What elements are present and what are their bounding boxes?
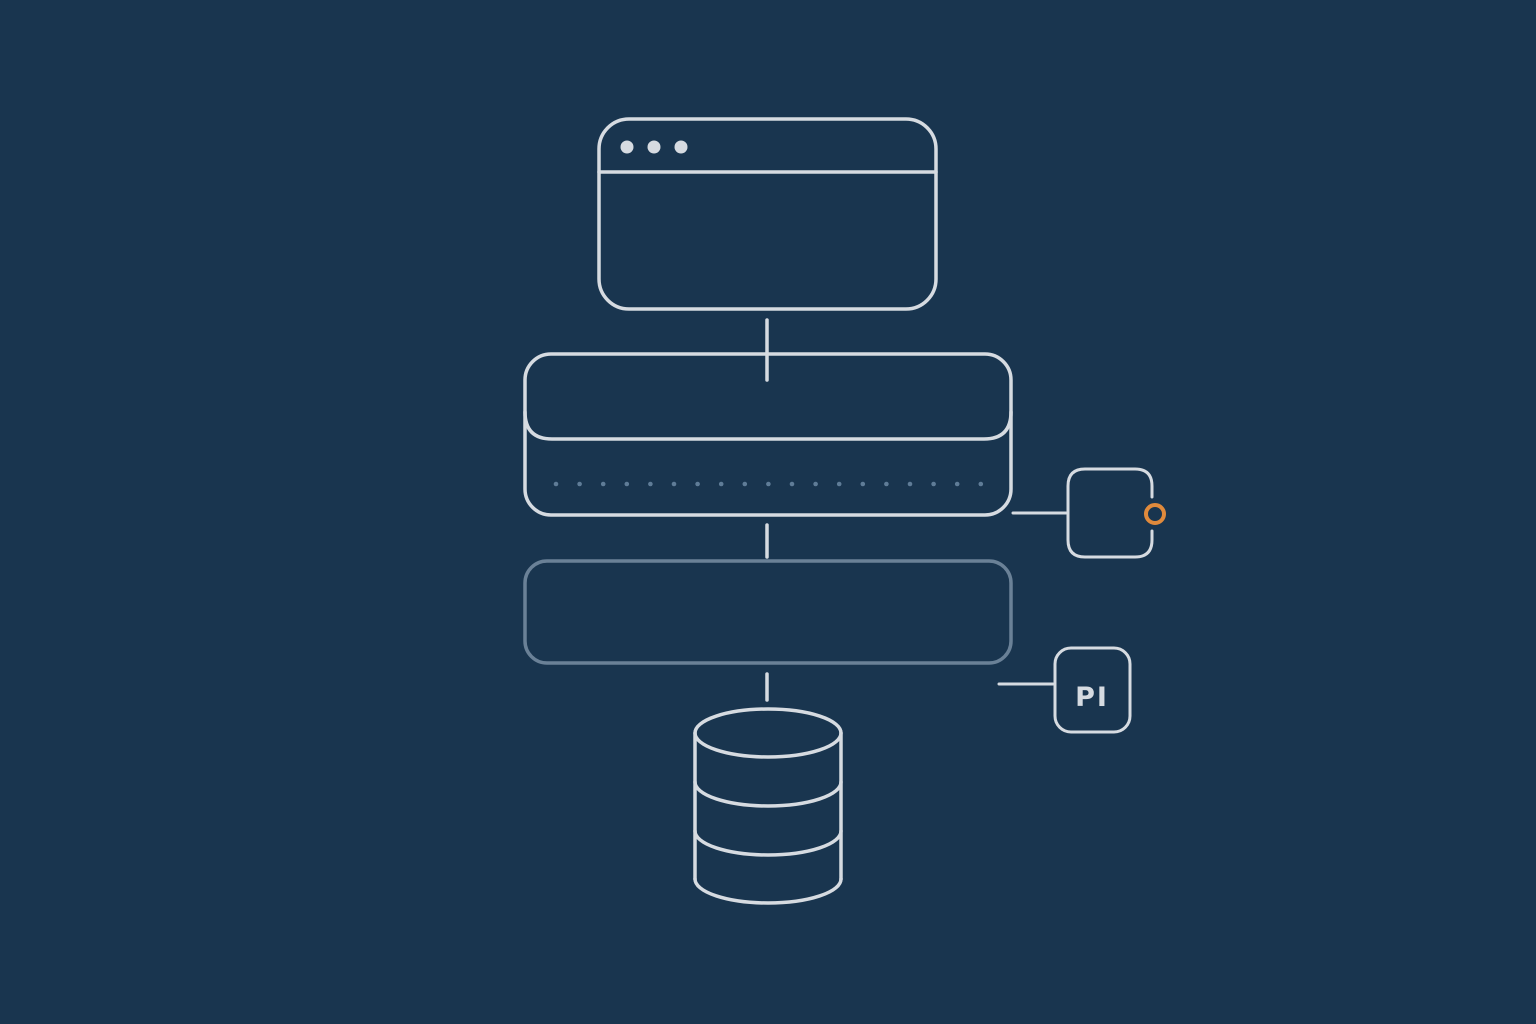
server-status-dot — [577, 481, 582, 487]
browser-dot-2 — [647, 140, 661, 154]
server-status-dot — [836, 481, 842, 487]
server-status-dot — [954, 481, 960, 487]
browser-window-icon — [597, 117, 938, 311]
database-top — [693, 707, 843, 759]
server-status-dot — [600, 481, 606, 487]
device-frame — [1066, 467, 1154, 559]
database-cylinder-icon — [693, 707, 843, 905]
server-status-dot — [553, 481, 559, 487]
browser-dot-1 — [620, 140, 634, 154]
server-status-dot — [624, 481, 630, 487]
pi-badge-label: PI — [1075, 682, 1109, 713]
server-status-dot — [695, 481, 700, 487]
server-status-dot — [648, 481, 653, 487]
server-status-dot — [884, 481, 889, 487]
server-status-dot — [718, 481, 724, 487]
port-indicator-icon — [1144, 503, 1166, 525]
server-layer-icon — [523, 352, 1013, 517]
server-status-dot — [931, 481, 936, 487]
database-band-1 — [693, 780, 843, 808]
server-layer-frame — [523, 352, 1013, 517]
server-status-dot — [978, 481, 984, 487]
server-status-dot — [671, 481, 677, 487]
server-status-dot — [766, 481, 771, 487]
browser-window-frame — [597, 117, 938, 311]
server-status-dots — [553, 481, 984, 487]
server-status-dot — [813, 481, 818, 487]
server-status-dot — [907, 481, 913, 487]
server-status-dot — [789, 481, 795, 487]
layer-box-icon — [523, 559, 1013, 665]
pi-badge-frame — [1053, 646, 1132, 734]
server-status-dot — [860, 481, 866, 487]
device-with-port-icon — [1066, 467, 1166, 559]
server-layer-divider — [523, 410, 1013, 441]
pi-badge-icon: PI — [1053, 646, 1132, 734]
browser-dot-3 — [674, 140, 688, 154]
server-status-dot — [742, 481, 748, 487]
database-band-2 — [693, 829, 843, 857]
database-bottom — [693, 877, 843, 905]
